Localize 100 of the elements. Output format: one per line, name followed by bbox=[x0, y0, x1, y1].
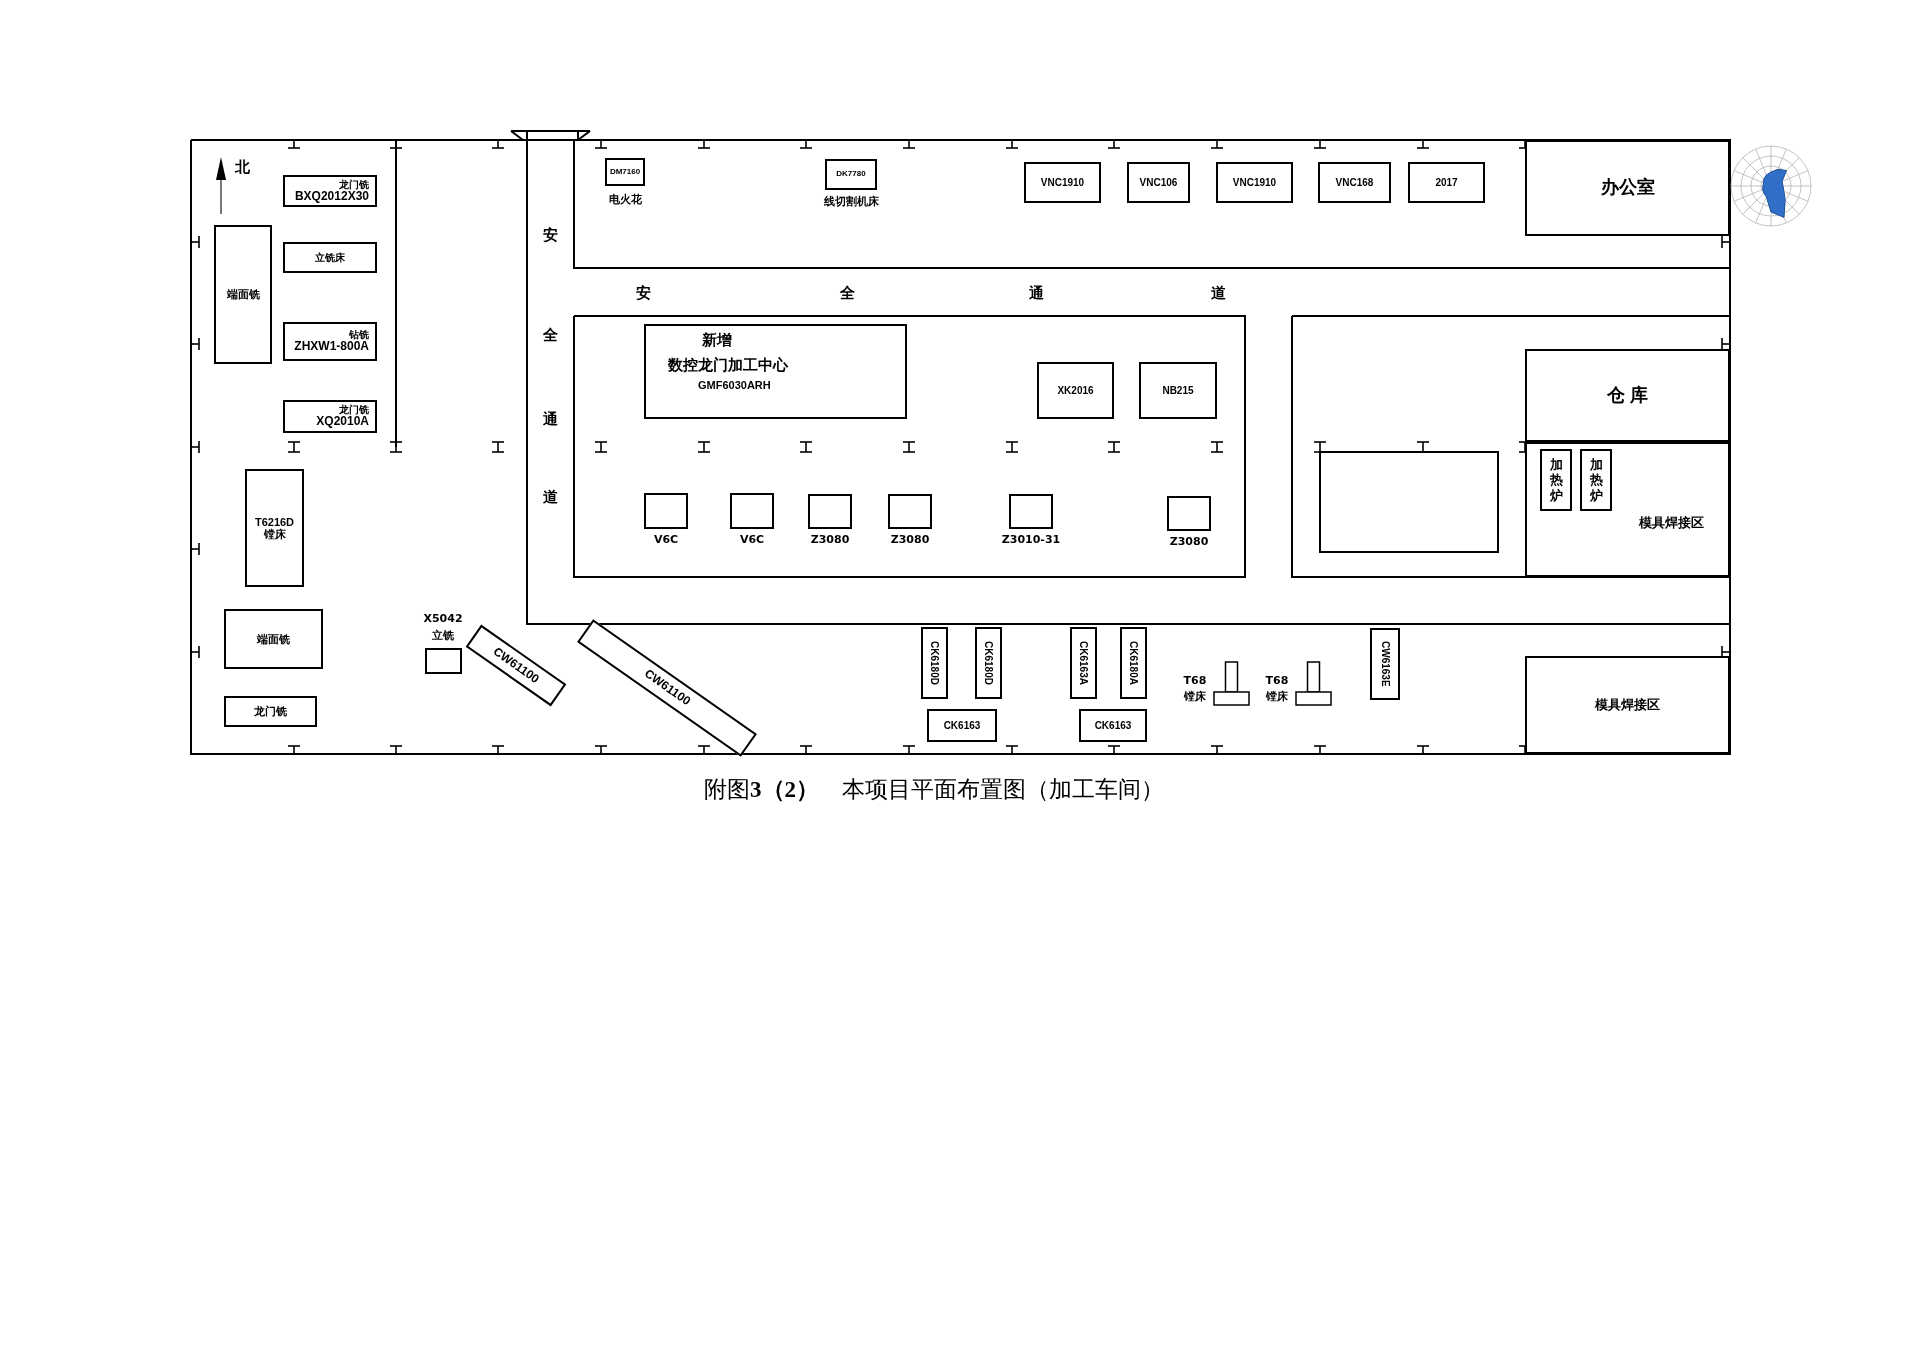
office-room bbox=[1525, 140, 1730, 236]
machine-name: 立铣床 bbox=[315, 252, 345, 263]
model-number: VNC1910 bbox=[1040, 177, 1085, 188]
passage-label: 道 bbox=[1210, 284, 1226, 303]
model-number: CK6163A bbox=[1078, 641, 1089, 685]
machine-name: 模具焊接区 bbox=[1639, 516, 1704, 531]
passage-label: 安 bbox=[635, 284, 651, 303]
boring-machine-drawing bbox=[1213, 661, 1250, 707]
lathe-box bbox=[1070, 627, 1097, 699]
warehouse-room bbox=[1525, 349, 1730, 442]
machine-box bbox=[825, 159, 877, 190]
machine-name: 新增 bbox=[702, 332, 732, 349]
machine-label: 镗床 bbox=[1266, 689, 1288, 704]
model-number: XK2016 bbox=[1057, 385, 1094, 396]
machine-name: 端面铣 bbox=[257, 632, 290, 646]
machine-box bbox=[888, 494, 932, 529]
welding-area-room bbox=[1525, 442, 1730, 577]
machine-label: Z3080 bbox=[890, 533, 930, 546]
furnace-box bbox=[1540, 449, 1572, 511]
machine-box bbox=[1139, 362, 1217, 419]
passage-label: 通 bbox=[542, 410, 558, 429]
machine-name: 龙门铣 bbox=[339, 178, 369, 190]
model-number: NB215 bbox=[1162, 385, 1194, 396]
empty-area-box bbox=[1319, 451, 1499, 553]
figure-caption: 附图3（2） 本项目平面布置图（加工车间） bbox=[704, 776, 1164, 804]
machine-box bbox=[644, 493, 688, 529]
machine-box bbox=[1216, 162, 1293, 203]
milling-machine-box bbox=[283, 175, 377, 207]
model-number: CK6180A bbox=[1128, 641, 1139, 685]
machine-label: V6C bbox=[739, 533, 765, 546]
model-number: VNC168 bbox=[1335, 177, 1374, 188]
lathe-box bbox=[1370, 628, 1400, 700]
boring-machine-drawing bbox=[1295, 661, 1332, 707]
machine-label: 线切割机床 bbox=[823, 194, 879, 209]
model-number: CW6163E bbox=[1379, 641, 1391, 687]
lathe-box bbox=[921, 627, 948, 699]
model-number: T6216D bbox=[254, 515, 295, 528]
model-number: CK6180D bbox=[929, 641, 940, 685]
machine-box bbox=[605, 158, 645, 186]
lathe-box bbox=[975, 627, 1002, 699]
machine-name: 模具焊接区 bbox=[1595, 697, 1660, 713]
furnace-box bbox=[1580, 449, 1612, 511]
lathe-box bbox=[1079, 709, 1147, 742]
machine-name: 加热炉 bbox=[1549, 456, 1563, 504]
milling-machine-box bbox=[283, 400, 377, 433]
machine-name: 端面铣 bbox=[226, 288, 260, 301]
machine-box bbox=[1318, 162, 1391, 203]
model-number: DM7160 bbox=[609, 167, 641, 177]
milling-machine-box bbox=[224, 696, 317, 727]
model-number: 2017 bbox=[1435, 177, 1458, 188]
machine-label: X5042 bbox=[423, 612, 463, 625]
machine-label: T68 bbox=[1265, 674, 1289, 687]
machine-name: 龙门铣 bbox=[339, 404, 369, 416]
machine-box bbox=[808, 494, 852, 529]
machine-label: 电火花 bbox=[608, 192, 642, 207]
machine-label: Z3080 bbox=[1169, 535, 1209, 548]
machine-label: Z3080 bbox=[810, 533, 850, 546]
passage-label: 全 bbox=[542, 326, 558, 345]
model-number: ZHXW1-800A bbox=[294, 340, 369, 354]
passage-label: 通 bbox=[1028, 284, 1044, 303]
milling-machine-box bbox=[283, 322, 377, 361]
machine-box bbox=[1408, 162, 1485, 203]
model-number: DK7780 bbox=[836, 170, 866, 179]
machine-label: T68 bbox=[1183, 674, 1207, 687]
machine-label: 立铣 bbox=[432, 628, 454, 643]
machine-name: 镗床 bbox=[263, 528, 286, 541]
machining-center-box bbox=[644, 324, 907, 419]
machine-box bbox=[1167, 496, 1211, 531]
machine-box bbox=[730, 493, 774, 529]
model-number: CK6163 bbox=[1094, 720, 1132, 731]
machine-name: 仓 库 bbox=[1607, 385, 1648, 406]
milling-machine-box bbox=[214, 225, 272, 364]
machine-name: 加热炉 bbox=[1589, 456, 1603, 504]
machine-name: 数控龙门加工中心 bbox=[668, 356, 788, 373]
machine-box bbox=[283, 242, 377, 273]
passage-label: 安 bbox=[542, 226, 558, 245]
machine-label: 镗床 bbox=[1184, 689, 1206, 704]
machine-name: 钻铣 bbox=[349, 329, 369, 341]
model-number: XQ2010A bbox=[316, 415, 369, 429]
welding-area-room bbox=[1525, 656, 1730, 754]
milling-machine-box bbox=[224, 609, 323, 669]
boring-machine-box bbox=[245, 469, 304, 587]
lathe-box bbox=[1120, 627, 1147, 699]
machine-name: 办公室 bbox=[1600, 178, 1655, 198]
model-number: BXQ2012X30 bbox=[294, 189, 369, 204]
model-number: CK6180D bbox=[983, 641, 994, 685]
machine-box bbox=[1127, 162, 1190, 203]
compass-label: 北 bbox=[234, 158, 250, 177]
machine-box bbox=[1024, 162, 1101, 203]
machine-label: Z3010-31 bbox=[1001, 533, 1061, 546]
machine-label: V6C bbox=[653, 533, 679, 546]
passage-label: 全 bbox=[839, 284, 855, 303]
milling-machine-box bbox=[425, 648, 462, 674]
model-number: GMF6030ARH bbox=[698, 379, 771, 392]
machine-box bbox=[1009, 494, 1053, 529]
machine-name: 龙门铣 bbox=[254, 705, 287, 718]
passage-label: 道 bbox=[542, 488, 558, 507]
model-number: VNC1910 bbox=[1232, 177, 1277, 188]
model-number: CK6163 bbox=[943, 720, 981, 731]
machine-box bbox=[1037, 362, 1114, 419]
